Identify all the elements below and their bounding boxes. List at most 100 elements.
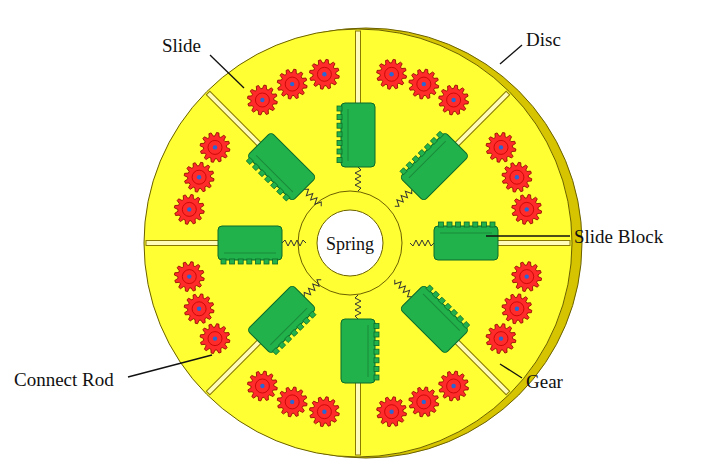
spring [302,278,323,299]
drawing-part [406,162,413,169]
slide-block [247,285,319,357]
connect-rod [187,207,191,211]
drawing-part [272,348,279,355]
connect-rod [499,145,503,149]
connect-rod [525,207,529,211]
drawing-part [337,149,342,154]
drawing-part [374,341,379,346]
drawing-part [246,157,253,164]
drawing-part [184,294,214,324]
gear [486,132,516,162]
gear [439,371,469,401]
drawing-part [494,332,508,346]
drawing-part [510,170,524,184]
drawing-part [457,315,464,322]
slide-slots [146,31,570,455]
drawing-part [337,106,342,111]
drawing-part [238,259,243,264]
slide-slot [146,241,220,246]
gear [439,85,469,115]
drawing-part [270,308,307,345]
leader-line [128,355,212,377]
drawing-part [426,285,433,292]
drawing-part [337,115,342,120]
drawing-part [424,143,431,150]
drawing-part [434,226,498,260]
leader-line [500,45,522,64]
drawing-part [255,379,269,393]
connect-rod [515,307,519,311]
gear [377,59,407,89]
gear [277,69,307,99]
springs [282,167,434,319]
connect-rod [213,336,217,340]
drawing-part [463,321,470,328]
gear [200,132,230,162]
slide-blocks [218,103,498,383]
drawing-part [385,405,399,419]
part-label: Gear [526,372,563,391]
connect-rod [290,400,294,404]
leader-line [486,235,570,236]
connect-rod [499,336,503,340]
drawing-part [247,259,252,264]
connect-rod [290,82,294,86]
drawing-part [279,342,286,349]
drawing-part [273,259,278,264]
drawing-part [374,358,379,363]
drawing-part [256,155,293,192]
drawing-part [291,329,298,336]
drawing-part [409,69,439,99]
drawing-part [184,162,214,192]
gear [184,162,214,192]
drawing-part [283,194,290,201]
slide-slot [356,31,361,105]
drawing-part [456,222,461,227]
connect-rod [389,72,393,76]
disc-face [144,29,572,457]
drawing-part [208,332,222,346]
drawing-part [285,335,292,342]
drawing-part [230,259,235,264]
drawing-part [277,69,307,99]
drawing-part [247,85,277,115]
drawing-part [432,291,439,298]
drawing-part [192,302,206,316]
gear [200,324,230,354]
drawing-part [400,168,407,175]
slide-slot [356,381,361,455]
drawing-part [430,137,437,144]
connect-rod [187,274,191,278]
drawing-part [337,123,342,128]
part-label: Spring [325,235,375,253]
drawing-part [494,140,508,154]
gear [277,387,307,417]
drawing-part [174,194,204,224]
leader-line [210,55,244,88]
slide-slot [496,241,570,246]
slide-block [341,319,379,383]
connect-rod [322,410,326,414]
part-label: Connect Rod [14,370,114,389]
spring [393,187,414,208]
drawing-part [377,59,407,89]
spring [302,187,323,208]
drawing-part [486,324,516,354]
drawing-part [512,262,542,292]
connect-rod [260,98,264,102]
drawing-part [486,132,516,162]
connect-rod [213,145,217,149]
drawing-part [417,77,431,91]
drawing-part [337,132,342,137]
drawing-part [247,285,316,354]
gear [512,194,542,224]
hub-hole [317,210,383,276]
drawing-part [208,140,222,154]
drawing-part [450,309,457,316]
drawing-part [252,164,259,171]
gear [502,294,532,324]
drawing-part [255,259,260,264]
drawing-part [247,132,316,201]
drawing-part [510,302,524,316]
drawing-part [277,387,307,417]
